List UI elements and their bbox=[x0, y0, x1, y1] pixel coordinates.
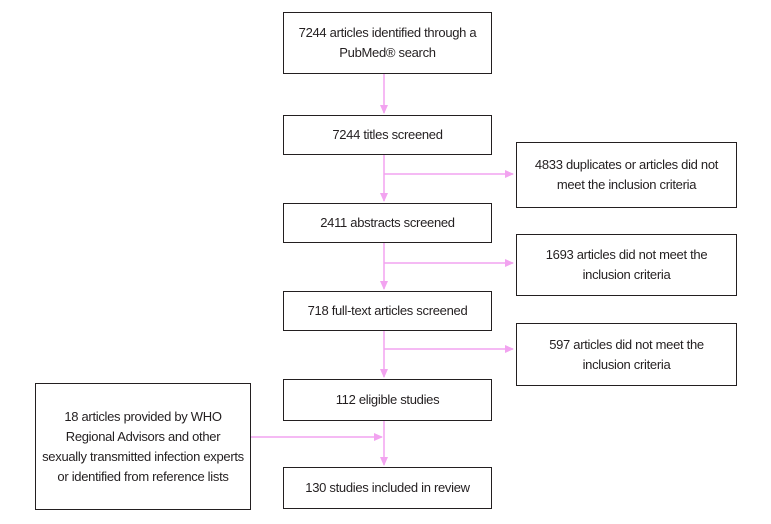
box-fulltext-screened-text: 718 full-text articles screened bbox=[307, 303, 468, 318]
box-excluded-duplicates: 4833 duplicates or articles did not meet… bbox=[516, 142, 737, 208]
box-excluded-duplicates-text: 4833 duplicates or articles did not meet… bbox=[534, 157, 719, 192]
box-additional-articles-text: 18 articles provided by WHO Regional Adv… bbox=[42, 408, 244, 484]
box-pubmed-search-text: 7244 articles identified through a PubMe… bbox=[298, 25, 477, 60]
box-additional-articles: 18 articles provided by WHO Regional Adv… bbox=[35, 383, 251, 510]
box-titles-screened: 7244 titles screened bbox=[283, 115, 492, 155]
box-included-studies-text: 130 studies included in review bbox=[305, 480, 470, 495]
box-included-studies: 130 studies included in review bbox=[283, 467, 492, 509]
box-abstracts-screened: 2411 abstracts screened bbox=[283, 203, 492, 243]
box-excluded-fulltext: 597 articles did not meet the inclusion … bbox=[516, 323, 737, 386]
box-titles-screened-text: 7244 titles screened bbox=[332, 127, 443, 142]
box-pubmed-search: 7244 articles identified through a PubMe… bbox=[283, 12, 492, 74]
box-excluded-fulltext-text: 597 articles did not meet the inclusion … bbox=[549, 336, 704, 372]
box-excluded-abstracts: 1693 articles did not meet the inclusion… bbox=[516, 234, 737, 296]
box-abstracts-screened-text: 2411 abstracts screened bbox=[320, 215, 455, 230]
box-eligible-studies: 112 eligible studies bbox=[283, 379, 492, 421]
box-fulltext-screened: 718 full-text articles screened bbox=[283, 291, 492, 331]
box-eligible-studies-text: 112 eligible studies bbox=[335, 392, 440, 407]
box-excluded-abstracts-text: 1693 articles did not meet the inclusion… bbox=[545, 247, 708, 282]
